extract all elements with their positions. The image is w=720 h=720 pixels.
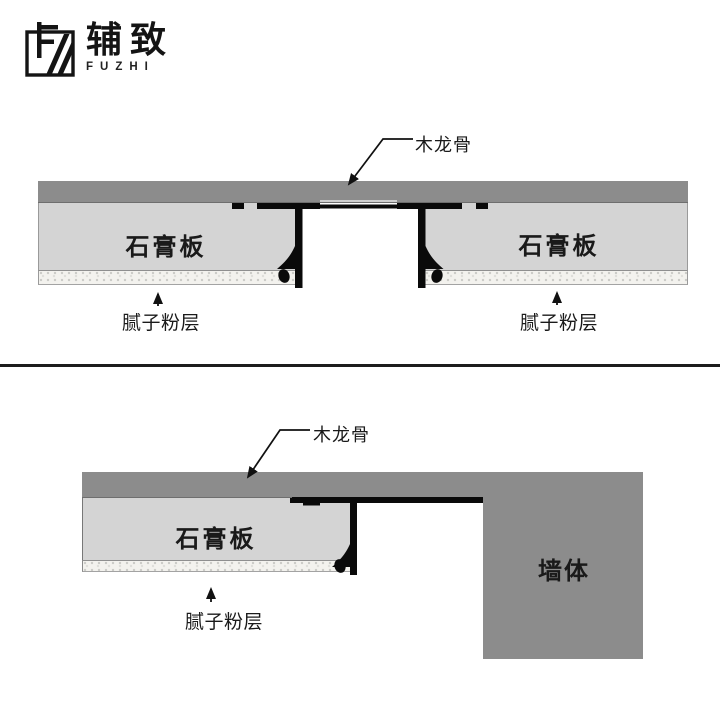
- gypsum-board: [82, 497, 350, 560]
- logo-fz-icon: [25, 22, 75, 77]
- gypsum-board-right: [425, 202, 688, 270]
- logo-name: 辅致: [86, 19, 175, 60]
- leader-line-keel-bottom: [246, 429, 310, 479]
- wall-label: 墙体: [538, 558, 590, 585]
- board-label: 石膏板: [175, 526, 257, 553]
- putty-layer: [82, 560, 350, 572]
- keel-label: 木龙骨: [313, 425, 370, 445]
- gypsum-board-left: [38, 202, 295, 270]
- logo-text: 辅致 FUZHI: [86, 19, 175, 74]
- wood-keel-bar: [82, 472, 643, 497]
- putty-label: 腻子粉层: [184, 612, 264, 633]
- board-label: 石膏板: [518, 233, 600, 260]
- leader-line-keel-top: [347, 138, 413, 186]
- putty-label: 腻子粉层: [519, 313, 599, 334]
- logo: 辅致 FUZHI: [24, 20, 174, 78]
- section-divider: [0, 364, 720, 367]
- putty-layer-right: [425, 270, 688, 285]
- logo-latin: FUZHI: [86, 61, 155, 73]
- wood-keel-bar: [38, 181, 688, 202]
- up-arrow-icon: [153, 291, 562, 306]
- putty-label: 腻子粉层: [121, 313, 201, 334]
- putty-layer-left: [38, 270, 295, 285]
- board-label: 石膏板: [125, 234, 207, 261]
- wall-block: [483, 497, 643, 659]
- keel-label: 木龙骨: [415, 135, 472, 155]
